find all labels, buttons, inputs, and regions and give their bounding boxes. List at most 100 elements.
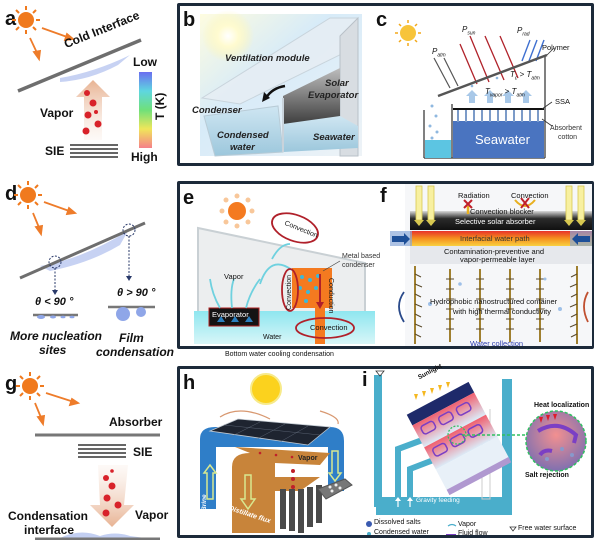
sie-label-g: SIE <box>133 445 153 459</box>
convection-side-label: Convection <box>286 274 293 310</box>
panel-f-diagram <box>390 184 592 346</box>
panel-label-c: c <box>376 9 388 31</box>
solar-evaporator-label-2: Evaporator <box>308 90 359 101</box>
dissolved-salts-icon <box>366 521 372 527</box>
seawater-label-c: Seawater <box>475 132 530 147</box>
inflow-arrow-right <box>572 233 590 245</box>
convection-bottom-label: Convection <box>310 323 348 332</box>
seawater-tank <box>283 116 358 152</box>
salt-rejection-label: Salt rejection <box>525 472 569 479</box>
light-ray-arrows <box>32 201 78 237</box>
water-molecules <box>82 90 102 135</box>
p-sun-label: Psun <box>462 25 476 37</box>
sun-glow <box>202 10 254 62</box>
seawater-basin <box>453 121 544 158</box>
sie-layers-icon <box>78 444 126 458</box>
vapor-label-g: Vapor <box>135 508 169 522</box>
polymer-cover <box>437 53 548 98</box>
light-ray-arrows <box>34 392 81 427</box>
hydrophobic-container-label-1: Hydrophobic nanostructured container <box>430 297 558 306</box>
blocked-convection-icon <box>514 197 536 209</box>
blocked-radiation-icon <box>463 199 473 214</box>
light-ray-arrows <box>29 27 76 62</box>
condensed-water-label-1: Condensed <box>217 130 269 141</box>
theta-greater-90-label: θ > 90 ° <box>117 287 156 299</box>
condensed-water-icon <box>367 532 371 535</box>
vapor-legend-icon <box>447 523 457 527</box>
panel-g: g <box>0 365 175 540</box>
vapor-down-arrow <box>90 465 134 527</box>
tc-gt-tatm-label: Tc > Tatm <box>510 70 540 82</box>
vapor-label-h: Vapor <box>298 455 318 462</box>
temperature-colorbar <box>139 72 152 148</box>
panel-i-diagram <box>366 370 587 535</box>
contamination-layer-label-2: vapor-permeable layer <box>460 255 536 264</box>
convection-loops <box>271 212 355 339</box>
solar-irradiance-arrows <box>459 35 519 85</box>
sun-icon <box>14 181 42 209</box>
interfacial-water-path <box>410 231 592 246</box>
water-droplets <box>428 277 562 311</box>
seawater-label-b: Seawater <box>313 132 355 143</box>
cotton-wicks <box>457 110 539 122</box>
condensing-surface <box>19 221 146 280</box>
panel-g-diagram <box>16 372 160 540</box>
panel-e: e <box>180 184 380 358</box>
vapor-label: Vapor <box>40 106 74 120</box>
panel-label-g: g <box>5 373 18 395</box>
radiation-label: Radiation <box>458 191 490 200</box>
heat-localization-label: Heat localization <box>534 402 590 409</box>
brine-channel <box>200 427 344 509</box>
legend-fluid-flow: Fluid flow <box>458 530 488 537</box>
panel-d-diagram <box>14 181 155 321</box>
panel-a: a <box>0 0 175 170</box>
circulation-arrows <box>398 291 589 323</box>
contamination-layer-label-1: Contamination-preventive and <box>444 247 545 256</box>
colorbar-low-label: Low <box>133 55 157 69</box>
evaporator-label: Evaporator <box>212 310 249 319</box>
water-label-e: Water <box>263 334 282 341</box>
vapor-up-arrows <box>466 90 532 103</box>
conduction-label: Conduction <box>327 278 334 314</box>
distiller-stack <box>406 381 512 496</box>
panel-c: c <box>372 6 592 163</box>
inflow-arrow-left <box>392 233 410 245</box>
polymer-label: Polymer <box>542 43 570 52</box>
sunlight-arrows <box>414 382 450 400</box>
panel-label-b: b <box>183 9 196 31</box>
vapor-label-e: Vapor <box>224 272 244 281</box>
condensate-film <box>60 55 130 82</box>
legend-dissolved-salts: Dissolved salts <box>374 519 421 526</box>
vapor-permeable-layer <box>410 246 592 264</box>
free-water-surface-icon <box>375 370 385 377</box>
ventilation-module-label: Ventilation module <box>225 53 310 64</box>
panel-f: f <box>380 184 592 348</box>
condensation-interface-label-2: interface <box>24 523 75 537</box>
vapor-dots <box>258 451 295 489</box>
zoom-circle-stack <box>447 425 467 445</box>
hydrophilic-droplets <box>37 315 75 319</box>
sun-icon <box>219 193 255 229</box>
sun-icon <box>395 20 421 46</box>
panel-i: i <box>362 363 592 537</box>
condenser-label: Condenser <box>192 105 242 116</box>
more-nucleation-label-1: More nucleation <box>10 329 103 343</box>
brine-label: Brine <box>201 494 208 511</box>
convection-blocker-label: Convection blocker <box>470 207 534 216</box>
colorbar-axis-label: T (K) <box>153 92 167 120</box>
p-atm-label: Patm <box>432 47 446 59</box>
film-condensation-label-1: Film <box>119 331 144 345</box>
absorber-label: Absorber <box>109 415 163 429</box>
heat-sink <box>280 485 322 533</box>
free-water-surface-legend-icon <box>509 526 517 532</box>
metal-condenser-label-1: Metal based <box>342 253 381 260</box>
sun-icon <box>16 372 44 400</box>
magnified-view <box>525 410 587 472</box>
vapor-arrow <box>76 80 110 140</box>
absorbent-cotton-label-2: cotton <box>558 134 578 141</box>
panel-e-diagram <box>194 193 375 344</box>
sun-icon <box>12 6 40 34</box>
sun-icon <box>250 373 282 405</box>
vapor-arrows <box>209 243 293 309</box>
gravity-feeding-label: Gravity feeding <box>416 497 460 504</box>
